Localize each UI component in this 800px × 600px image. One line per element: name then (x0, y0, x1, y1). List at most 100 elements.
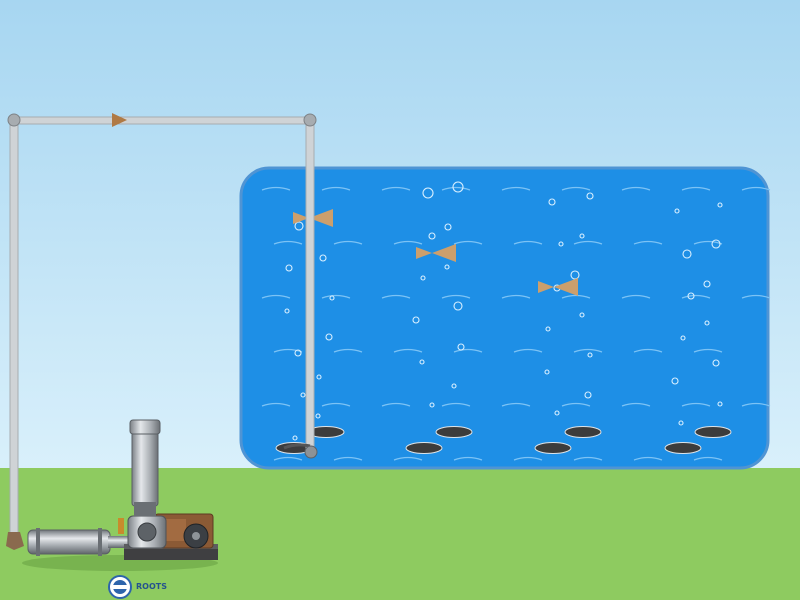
belt-guard-panel (162, 519, 186, 541)
pipe-outlet-nozzle (283, 443, 311, 450)
blower-rotor-cap (137, 522, 157, 542)
fish-icon (416, 244, 456, 262)
water-ripple (693, 348, 723, 353)
brand-label: ROOTS (136, 582, 167, 591)
air-bubble-icon (452, 181, 464, 193)
air-bubble-icon (422, 187, 434, 199)
water-ripple (501, 186, 531, 191)
flow-direction-arrow-icon (112, 113, 127, 127)
air-bubble-icon (586, 192, 594, 200)
air-diffuser-icon (564, 426, 602, 438)
air-bubble-icon (704, 320, 710, 326)
water-ripple (321, 294, 351, 299)
air-bubble-icon (703, 280, 711, 288)
air-diffuser-icon (435, 426, 473, 438)
water-ripple (633, 456, 663, 461)
air-bubble-icon (285, 264, 293, 272)
relief-valve (118, 518, 124, 534)
water-ripple (333, 240, 363, 245)
inlet-filter-cap (129, 419, 161, 435)
pipe-elbow-left (7, 113, 21, 127)
air-diffuser-icon (534, 442, 572, 454)
water-ripple (681, 294, 711, 299)
water-ripple (513, 348, 543, 353)
water-ripple (621, 294, 651, 299)
air-bubble-icon (687, 292, 695, 300)
air-bubble-icon (294, 221, 304, 231)
air-bubble-icon (457, 343, 465, 351)
air-bubble-icon (429, 402, 435, 408)
water-ripple (381, 294, 411, 299)
water-ripple (273, 240, 303, 245)
water-ripple (441, 402, 471, 407)
water-ripple (321, 402, 351, 407)
water-ripple (621, 402, 651, 407)
water-ripple (453, 240, 483, 245)
air-bubble-icon (717, 202, 723, 208)
air-bubble-icon (419, 359, 425, 365)
water-ripple (453, 348, 483, 353)
water-ripple (741, 186, 771, 191)
air-bubble-icon (587, 352, 593, 358)
air-bubble-icon (294, 349, 302, 357)
water-ripple (453, 456, 483, 461)
air-bubble-icon (678, 420, 684, 426)
inlet-elbow (6, 532, 24, 550)
water-ripple (681, 186, 711, 191)
air-diffuser-icon (694, 426, 732, 438)
water-ripple (261, 186, 291, 191)
diffuser-array (275, 426, 732, 454)
pipe-horizontal-top (13, 116, 311, 125)
air-bubble-icon (453, 301, 463, 311)
water-ripple (261, 294, 291, 299)
roots-blower (6, 419, 218, 571)
air-bubble-icon (717, 401, 723, 407)
water-ripple (381, 402, 411, 407)
air-bubble-icon (319, 254, 327, 262)
air-bubble-icon (329, 295, 335, 301)
air-bubble-icon (579, 312, 585, 318)
water-ripple (621, 186, 651, 191)
motor-shaft (192, 532, 200, 540)
air-bubble-icon (412, 316, 420, 324)
air-bubble-icon (671, 377, 679, 385)
tank-body (239, 166, 770, 470)
air-diffuser-icon (405, 442, 443, 454)
air-bubble-icon (428, 232, 436, 240)
water-ripple (513, 456, 543, 461)
air-bubble-icon (315, 413, 321, 419)
water-ripple (561, 402, 591, 407)
water-ripple (321, 186, 351, 191)
air-bubble-icon (300, 392, 306, 398)
fish-icon (538, 278, 578, 296)
air-bubble-icon (451, 383, 457, 389)
air-bubble-icon (570, 270, 580, 280)
water-ripple (681, 402, 711, 407)
air-bubble-icon (712, 359, 720, 367)
water-ripple (441, 294, 471, 299)
water-ripple (513, 240, 543, 245)
silencer-band (98, 528, 102, 556)
water-ripple (393, 456, 423, 461)
water-ripple (333, 348, 363, 353)
water-ripple (573, 240, 603, 245)
air-bubble-icon (545, 326, 551, 332)
air-bubble-icon (316, 374, 322, 380)
air-bubble-icon (444, 223, 452, 231)
water-ripple (633, 348, 663, 353)
water-ripple (441, 186, 471, 191)
pipe-vertical-right (305, 119, 315, 451)
air-bubble-icon (579, 233, 585, 239)
air-bubble-icon (292, 435, 298, 441)
inlet-silencer-column (131, 427, 159, 507)
air-bubble-icon (674, 208, 680, 214)
water-ripple (333, 456, 363, 461)
water-ripple (741, 402, 771, 407)
pipe-outlet-end (304, 445, 318, 459)
air-bubble-icon (682, 249, 692, 259)
silencer-band (36, 528, 40, 556)
air-bubble-icon (325, 333, 333, 341)
water-ripple (393, 348, 423, 353)
roots-blower-logo-icon (108, 575, 132, 599)
water-ripple (561, 186, 591, 191)
